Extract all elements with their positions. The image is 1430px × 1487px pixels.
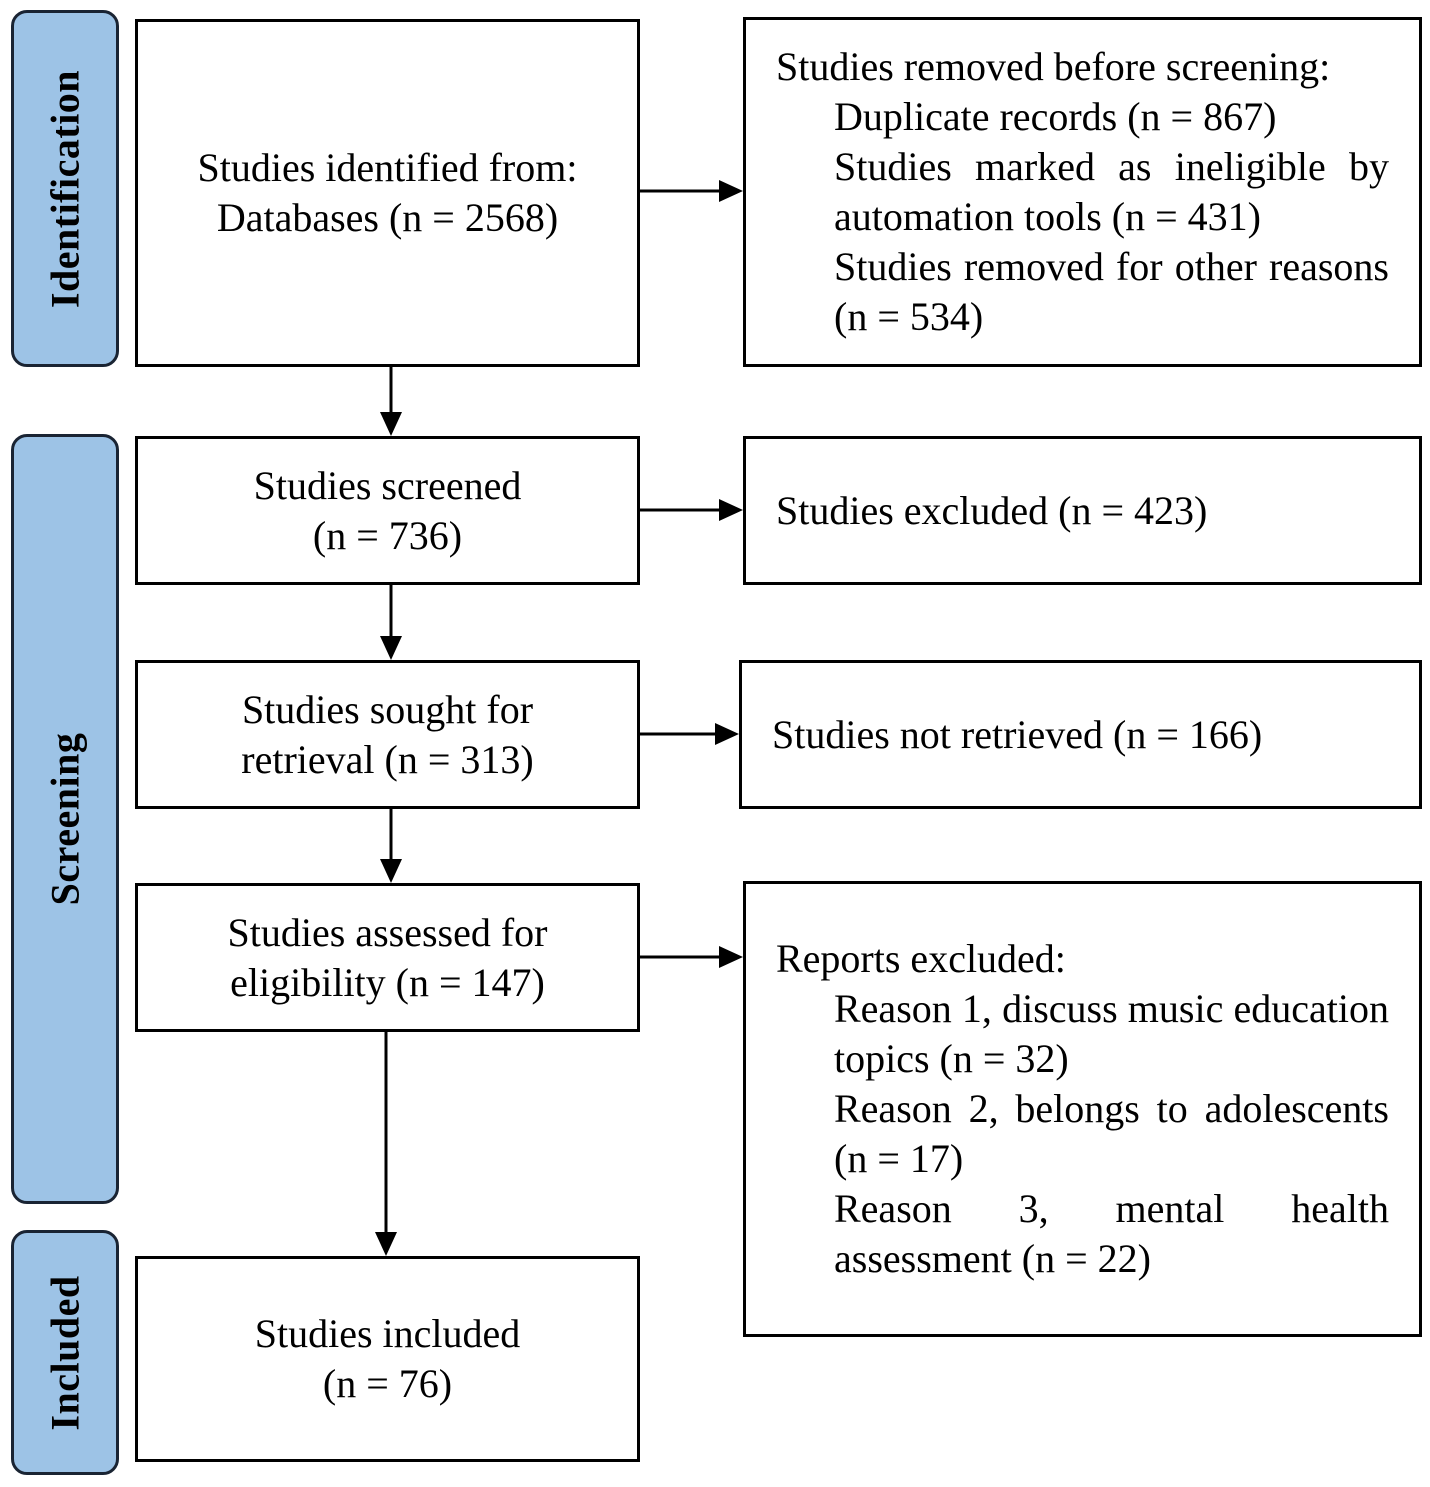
removed-item: Studies marked as ineligible by automati… bbox=[834, 144, 1389, 239]
sought-line1: Studies sought for bbox=[241, 686, 534, 732]
phase-identification: Identification bbox=[11, 10, 119, 367]
identified-line1: Studies identified from: bbox=[197, 145, 578, 190]
arrowhead-excluded bbox=[719, 499, 743, 521]
phase-screening: Screening bbox=[11, 434, 119, 1204]
assessed-line2: eligibility (n = 147) bbox=[230, 959, 545, 1005]
identified-box: Studies identified from: Databases (n = … bbox=[135, 19, 640, 367]
removed-heading: Studies removed before screening: bbox=[776, 44, 1331, 89]
sought-line2: retrieval (n = 313) bbox=[241, 736, 534, 782]
removed-item: Studies removed for other reasons (n = 5… bbox=[834, 244, 1389, 339]
excluded-box: Studies excluded (n = 423) bbox=[743, 436, 1422, 585]
arrowhead-removed bbox=[719, 180, 743, 202]
removed-list: Duplicate records (n = 867) Studies mark… bbox=[776, 92, 1389, 342]
included-line1: Studies included bbox=[254, 1311, 521, 1356]
arrowhead-sought bbox=[380, 636, 402, 660]
screened-line2: (n = 736) bbox=[312, 512, 463, 558]
reports-excluded-heading: Reports excluded: bbox=[776, 936, 1066, 981]
arrowhead-reports-excluded bbox=[719, 946, 743, 968]
removed-box: Studies removed before screening: Duplic… bbox=[743, 17, 1422, 367]
not-retrieved-text: Studies not retrieved (n = 166) bbox=[772, 711, 1263, 757]
reports-excluded-item: Reason 2, belongs to adolescents (n = 17… bbox=[834, 1086, 1389, 1181]
arrowhead-not-retrieved bbox=[715, 723, 739, 745]
screened-line1: Studies screened bbox=[253, 462, 522, 508]
included-box: Studies included (n = 76) bbox=[135, 1256, 640, 1462]
reports-excluded-box: Reports excluded: Reason 1, discuss musi… bbox=[743, 881, 1422, 1337]
assessed-box: Studies assessed for eligibility (n = 14… bbox=[135, 883, 640, 1032]
arrowhead-included bbox=[375, 1232, 397, 1256]
removed-item: Duplicate records (n = 867) bbox=[834, 94, 1277, 139]
reports-excluded-item: Reason 1, discuss music education topics… bbox=[834, 986, 1389, 1081]
sought-box: Studies sought for retrieval (n = 313) bbox=[135, 660, 640, 809]
arrowhead-assessed bbox=[380, 859, 402, 883]
screened-box: Studies screened (n = 736) bbox=[135, 436, 640, 585]
assessed-line1: Studies assessed for bbox=[227, 909, 548, 955]
reports-excluded-list: Reason 1, discuss music education topics… bbox=[776, 984, 1389, 1284]
phase-included: Included bbox=[11, 1230, 119, 1475]
excluded-text: Studies excluded (n = 423) bbox=[776, 487, 1208, 533]
identified-line2: Databases (n = 2568) bbox=[216, 195, 559, 240]
reports-excluded-item: Reason 3, mental health assessment (n = … bbox=[834, 1186, 1389, 1281]
not-retrieved-box: Studies not retrieved (n = 166) bbox=[739, 660, 1422, 809]
included-line2: (n = 76) bbox=[322, 1361, 453, 1406]
arrowhead-screened bbox=[380, 412, 402, 436]
